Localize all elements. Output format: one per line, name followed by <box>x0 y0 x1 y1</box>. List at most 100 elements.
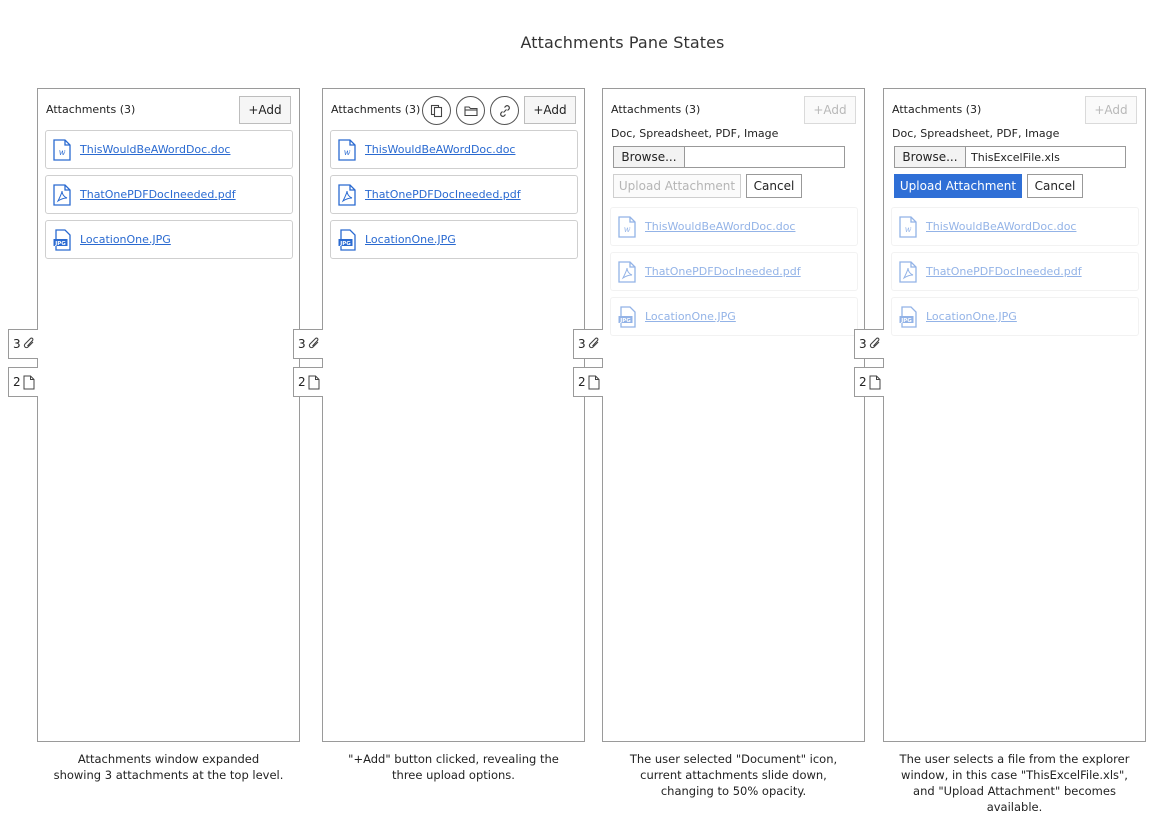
page-title: Attachments Pane States <box>0 33 1165 52</box>
attachment-item[interactable]: JPG LocationOne.JPG <box>610 297 858 336</box>
jpg-image-icon: JPG <box>53 229 71 251</box>
documents-count: 2 <box>13 375 21 389</box>
state-caption-3: The user selected "Document" icon, curre… <box>602 751 865 799</box>
attachments-side-tab[interactable]: 3 <box>573 329 603 359</box>
jpg-image-icon: JPG <box>899 306 917 328</box>
attachment-name[interactable]: ThatOnePDFDocIneeded.pdf <box>645 265 801 278</box>
svg-text:JPG: JPG <box>339 240 351 246</box>
attachment-name[interactable]: ThisWouldBeAWordDoc.doc <box>926 220 1076 233</box>
pdf-doc-icon <box>338 184 356 206</box>
attachments-panel-state-3: Attachments (3) +Add Doc, Spreadsheet, P… <box>602 88 865 742</box>
cancel-button[interactable]: Cancel <box>1027 174 1083 198</box>
attachments-count-label: Attachments (3) <box>46 103 135 116</box>
svg-text:JPG: JPG <box>619 317 631 323</box>
svg-text:JPG: JPG <box>900 317 912 323</box>
attachment-item[interactable]: ThatOnePDFDocIneeded.pdf <box>330 175 578 214</box>
documents-side-tab[interactable]: 2 <box>8 367 38 397</box>
cancel-button[interactable]: Cancel <box>746 174 802 198</box>
attachment-item[interactable]: JPG LocationOne.JPG <box>45 220 293 259</box>
attachment-list: w ThisWouldBeAWordDoc.doc ThatOnePDFDocI… <box>45 130 293 265</box>
document-icon <box>430 104 444 118</box>
attachment-name[interactable]: LocationOne.JPG <box>926 310 1017 323</box>
attachment-item[interactable]: JPG LocationOne.JPG <box>330 220 578 259</box>
state-caption-1: Attachments window expanded showing 3 at… <box>37 751 300 783</box>
attachment-name[interactable]: LocationOne.JPG <box>80 233 171 246</box>
svg-text:w: w <box>59 148 66 157</box>
browse-button[interactable]: Browse... <box>613 146 685 168</box>
attachment-item[interactable]: w ThisWouldBeAWordDoc.doc <box>330 130 578 169</box>
svg-text:w: w <box>344 148 351 157</box>
attachment-name[interactable]: ThatOnePDFDocIneeded.pdf <box>365 188 521 201</box>
attachments-count-label: Attachments (3) <box>611 103 700 116</box>
attachment-item[interactable]: JPG LocationOne.JPG <box>891 297 1139 336</box>
attachments-count: 3 <box>578 337 586 351</box>
file-path-input[interactable] <box>966 146 1126 168</box>
page-icon <box>869 375 881 390</box>
attachments-count: 3 <box>13 337 21 351</box>
panel-header: Attachments (3) +Add <box>323 89 584 129</box>
svg-text:JPG: JPG <box>54 240 66 246</box>
attachments-side-tab[interactable]: 3 <box>8 329 38 359</box>
upload-folder-button[interactable] <box>456 96 485 125</box>
attachments-side-tab[interactable]: 3 <box>293 329 323 359</box>
attachment-item[interactable]: w ThisWouldBeAWordDoc.doc <box>891 207 1139 246</box>
upload-attachment-button[interactable]: Upload Attachment <box>894 174 1022 198</box>
svg-text:w: w <box>905 225 912 234</box>
attachment-name[interactable]: LocationOne.JPG <box>365 233 456 246</box>
add-button: +Add <box>804 96 856 124</box>
upload-attachment-button: Upload Attachment <box>613 174 741 198</box>
state-caption-2: "+Add" button clicked, revealing the thr… <box>322 751 585 783</box>
attachment-name[interactable]: LocationOne.JPG <box>645 310 736 323</box>
attachment-item[interactable]: w ThisWouldBeAWordDoc.doc <box>45 130 293 169</box>
attachments-count-label: Attachments (3) <box>331 103 420 116</box>
documents-count: 2 <box>859 375 867 389</box>
allowed-types-label: Doc, Spreadsheet, PDF, Image <box>892 127 1059 140</box>
file-path-input[interactable] <box>685 146 845 168</box>
upload-document-button[interactable] <box>422 96 451 125</box>
attachment-list: w ThisWouldBeAWordDoc.doc ThatOnePDFDocI… <box>891 207 1139 342</box>
documents-count: 2 <box>578 375 586 389</box>
word-doc-icon: w <box>618 216 636 238</box>
attachment-list: w ThisWouldBeAWordDoc.doc ThatOnePDFDocI… <box>610 207 858 342</box>
documents-side-tab[interactable]: 2 <box>293 367 323 397</box>
jpg-image-icon: JPG <box>618 306 636 328</box>
attachments-panel-state-1: Attachments (3) +Add w ThisWouldBeAWordD… <box>37 88 300 742</box>
attachment-item[interactable]: w ThisWouldBeAWordDoc.doc <box>610 207 858 246</box>
attachments-count: 3 <box>859 337 867 351</box>
add-button[interactable]: +Add <box>239 96 291 124</box>
browse-row: Browse... <box>894 146 1126 168</box>
documents-side-tab[interactable]: 2 <box>573 367 603 397</box>
pdf-doc-icon <box>53 184 71 206</box>
page-icon <box>23 375 35 390</box>
browse-row: Browse... <box>613 146 845 168</box>
add-button[interactable]: +Add <box>524 96 576 124</box>
pdf-doc-icon <box>899 261 917 283</box>
attachment-name[interactable]: ThatOnePDFDocIneeded.pdf <box>926 265 1082 278</box>
panel-header: Attachments (3) +Add <box>884 89 1145 129</box>
upload-link-button[interactable] <box>490 96 519 125</box>
attachment-name[interactable]: ThatOnePDFDocIneeded.pdf <box>80 188 236 201</box>
allowed-types-label: Doc, Spreadsheet, PDF, Image <box>611 127 778 140</box>
attachment-item[interactable]: ThatOnePDFDocIneeded.pdf <box>891 252 1139 291</box>
upload-actions: Upload Attachment Cancel <box>613 174 802 198</box>
attachment-name[interactable]: ThisWouldBeAWordDoc.doc <box>80 143 230 156</box>
attachment-name[interactable]: ThisWouldBeAWordDoc.doc <box>365 143 515 156</box>
attachment-item[interactable]: ThatOnePDFDocIneeded.pdf <box>45 175 293 214</box>
link-icon <box>498 104 512 118</box>
attachments-side-tab[interactable]: 3 <box>854 329 884 359</box>
attachments-panel-state-2: Attachments (3) +Add w ThisWouldBeAWordD… <box>322 88 585 742</box>
browse-button[interactable]: Browse... <box>894 146 966 168</box>
word-doc-icon: w <box>53 139 71 161</box>
jpg-image-icon: JPG <box>338 229 356 251</box>
panel-header: Attachments (3) +Add <box>38 89 299 129</box>
upload-actions: Upload Attachment Cancel <box>894 174 1083 198</box>
paperclip-icon <box>869 337 882 351</box>
panel-header: Attachments (3) +Add <box>603 89 864 129</box>
attachment-item[interactable]: ThatOnePDFDocIneeded.pdf <box>610 252 858 291</box>
state-caption-4: The user selects a file from the explore… <box>883 751 1146 815</box>
documents-side-tab[interactable]: 2 <box>854 367 884 397</box>
attachments-count-label: Attachments (3) <box>892 103 981 116</box>
attachment-name[interactable]: ThisWouldBeAWordDoc.doc <box>645 220 795 233</box>
paperclip-icon <box>23 337 36 351</box>
word-doc-icon: w <box>899 216 917 238</box>
